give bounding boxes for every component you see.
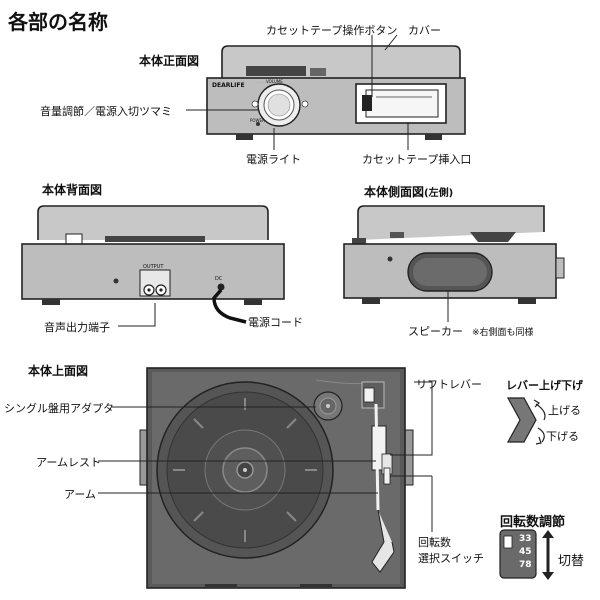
label-single-adapter: シングル盤用アダプタ [4, 402, 114, 415]
section-top-title: 本体上面図 [28, 364, 89, 378]
section-side-note: (左側) [424, 188, 454, 199]
speed-value-45: 45 [519, 547, 532, 557]
label-audio-out: 音声出力端子 [44, 321, 110, 334]
label-cover: カバー [408, 24, 441, 37]
label-arm: アーム [64, 488, 97, 501]
label-speaker-note: ※右側面も同様 [472, 328, 534, 338]
lever-title: レバー上げ下げ [506, 379, 583, 392]
label-cassette-button: カセットテープ操作ボタン [266, 24, 398, 37]
side-view [343, 205, 565, 322]
lever-up: 上げる [548, 404, 581, 417]
label-cassette-slot: カセットテープ挿入口 [362, 153, 472, 166]
back-view [21, 205, 285, 327]
power-light [256, 122, 260, 126]
speed-switch-label: 切替 [558, 554, 585, 569]
tonearm [374, 403, 380, 511]
label-power-cord: 電源コード [248, 316, 303, 329]
top-view [98, 367, 433, 589]
speed-title: 回転数調節 [500, 515, 566, 530]
back-dc-word: DC [215, 276, 223, 282]
cassette-button [362, 95, 372, 111]
label-speed-switch-1: 回転数 [418, 536, 451, 549]
label-speaker: スピーカー [408, 325, 463, 338]
lever-diagram [506, 397, 546, 445]
speed-value-33: 33 [519, 534, 532, 544]
label-speed-switch-2: 選択スイッチ [418, 552, 484, 565]
page-title: 各部の名称 [8, 10, 108, 34]
back-out-word: OUTPUT [143, 264, 164, 270]
label-volume-knob: 音量調節／電源入切ツマミ [40, 105, 172, 118]
front-power-word: POWER [250, 118, 265, 123]
section-back-title: 本体背面図 [42, 183, 103, 197]
front-brand: DEARLIFE [212, 82, 245, 89]
section-side-label: 本体側面図 [364, 185, 425, 199]
section-side-title: 本体側面図(左側) [364, 181, 453, 200]
power-cord [212, 288, 247, 324]
front-platter-edge [246, 66, 306, 76]
front-view: · · · · · · · · [186, 34, 466, 150]
label-power-light: 電源ライト [246, 153, 301, 166]
lever-down: 下げる [546, 430, 579, 443]
headshell [371, 509, 395, 573]
speed-value-78: 78 [519, 560, 532, 570]
speed-diagram [499, 529, 554, 580]
knob-scale: · · · · · · · · [257, 80, 271, 84]
speed-switch [383, 467, 391, 485]
label-arm-rest: アームレスト [36, 456, 102, 469]
front-vol-word: VOLUME [266, 79, 283, 84]
label-lift-lever: リフトレバー [416, 378, 482, 391]
section-front-title: 本体正面図 [139, 54, 200, 68]
